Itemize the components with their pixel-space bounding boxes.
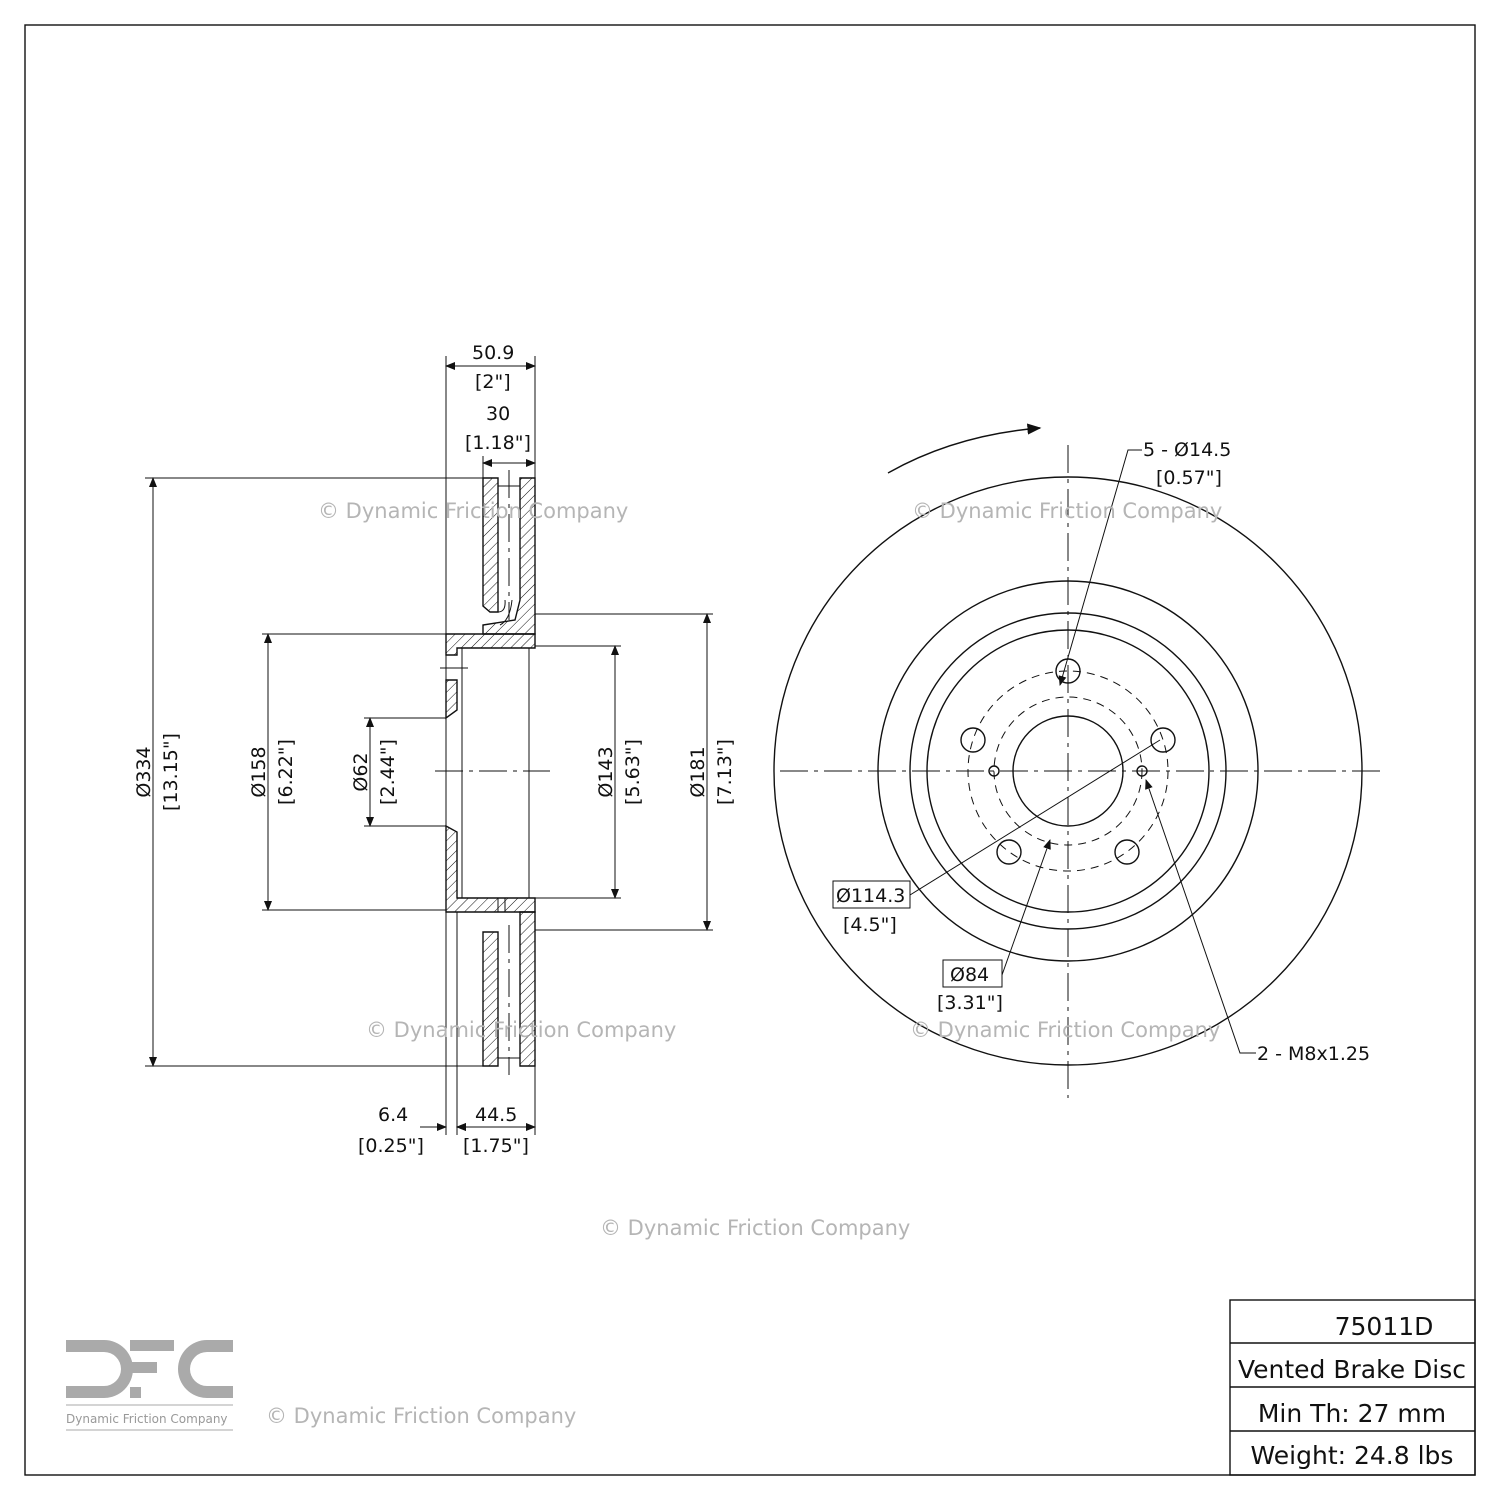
watermark-text: © Dynamic Friction Company xyxy=(910,1018,1220,1042)
dim-disc-thickness: 30 xyxy=(486,403,510,425)
dim-overall-width-in: [2"] xyxy=(475,371,511,393)
side-section-view xyxy=(435,470,550,1075)
info-table: 75011D Vented Brake Disc Min Th: 27 mm W… xyxy=(1229,1299,1476,1476)
dim-hat-diameter-in: [6.22"] xyxy=(275,739,297,805)
bolt-hole xyxy=(996,839,1022,865)
dim-bolt-holes-in: [0.57"] xyxy=(1156,467,1222,489)
watermark-text: © Dynamic Friction Company xyxy=(266,1404,576,1428)
dim-hat-depth-in: [1.75"] xyxy=(463,1135,529,1157)
dim-overall-width: 50.9 xyxy=(472,342,514,364)
dim-hat-face-thickness: 6.4 xyxy=(378,1104,408,1126)
dim-disc-thickness-in: [1.18"] xyxy=(465,432,531,454)
part-type: Vented Brake Disc xyxy=(1238,1355,1466,1384)
watermark-text: © Dynamic Friction Company xyxy=(366,1018,676,1042)
bolt-hole xyxy=(1150,727,1176,753)
watermark-text: © Dynamic Friction Company xyxy=(600,1216,910,1240)
dim-center-bore: Ø62 xyxy=(350,752,372,791)
watermarks: © Dynamic Friction Company © Dynamic Fri… xyxy=(266,499,1222,1428)
dim-bolt-holes: 5 - Ø14.5 xyxy=(1143,439,1231,461)
dim-inner-hat-diameter: Ø143 xyxy=(595,746,617,797)
dim-hat-outer-diameter: Ø181 xyxy=(687,746,709,797)
logo-letter-c xyxy=(178,1340,233,1398)
dim-inner-hat-diameter-in: [5.63"] xyxy=(622,739,644,805)
dim-pilot-circle: Ø84 xyxy=(950,964,989,986)
dim-bolt-circle: Ø114.3 xyxy=(836,885,905,907)
logo-letter-d xyxy=(66,1340,133,1398)
dim-center-bore-in: [2.44"] xyxy=(377,739,399,805)
dim-bolt-circle-in: [4.5"] xyxy=(843,914,897,936)
dim-threaded-holes: 2 - M8x1.25 xyxy=(1257,1043,1370,1065)
bolt-hole xyxy=(1114,839,1140,865)
dim-hat-depth: 44.5 xyxy=(475,1104,517,1126)
drawing-border xyxy=(24,24,1476,1476)
weight: Weight: 24.8 lbs xyxy=(1251,1441,1454,1470)
side-dimensions: 50.9 [2"] 30 [1.18"] Ø334 [13.15"] Ø158 … xyxy=(133,342,736,1157)
dim-outer-diameter-in: [13.15"] xyxy=(160,733,182,811)
bolt-hole xyxy=(960,727,986,753)
watermark-text: © Dynamic Friction Company xyxy=(318,499,628,523)
dim-hat-outer-diameter-in: [7.13"] xyxy=(714,739,736,805)
watermark-text: © Dynamic Friction Company xyxy=(912,499,1222,523)
front-view: 5 - Ø14.5 [0.57"] Ø114.3 [4.5"] Ø84 [3.3… xyxy=(773,423,1385,1098)
rotation-arrow-icon xyxy=(887,423,1042,474)
threaded-hole xyxy=(988,765,1000,777)
dfc-logo: Dynamic Friction Company xyxy=(66,1340,233,1431)
dim-outer-diameter: Ø334 xyxy=(133,746,155,797)
logo-company-name: Dynamic Friction Company xyxy=(66,1412,228,1426)
dim-hat-diameter: Ø158 xyxy=(248,746,270,797)
dim-hat-face-thickness-in: [0.25"] xyxy=(358,1135,424,1157)
dim-pilot-circle-in: [3.31"] xyxy=(937,992,1003,1014)
part-number: 75011D xyxy=(1335,1312,1434,1341)
min-thickness: Min Th: 27 mm xyxy=(1258,1399,1446,1428)
